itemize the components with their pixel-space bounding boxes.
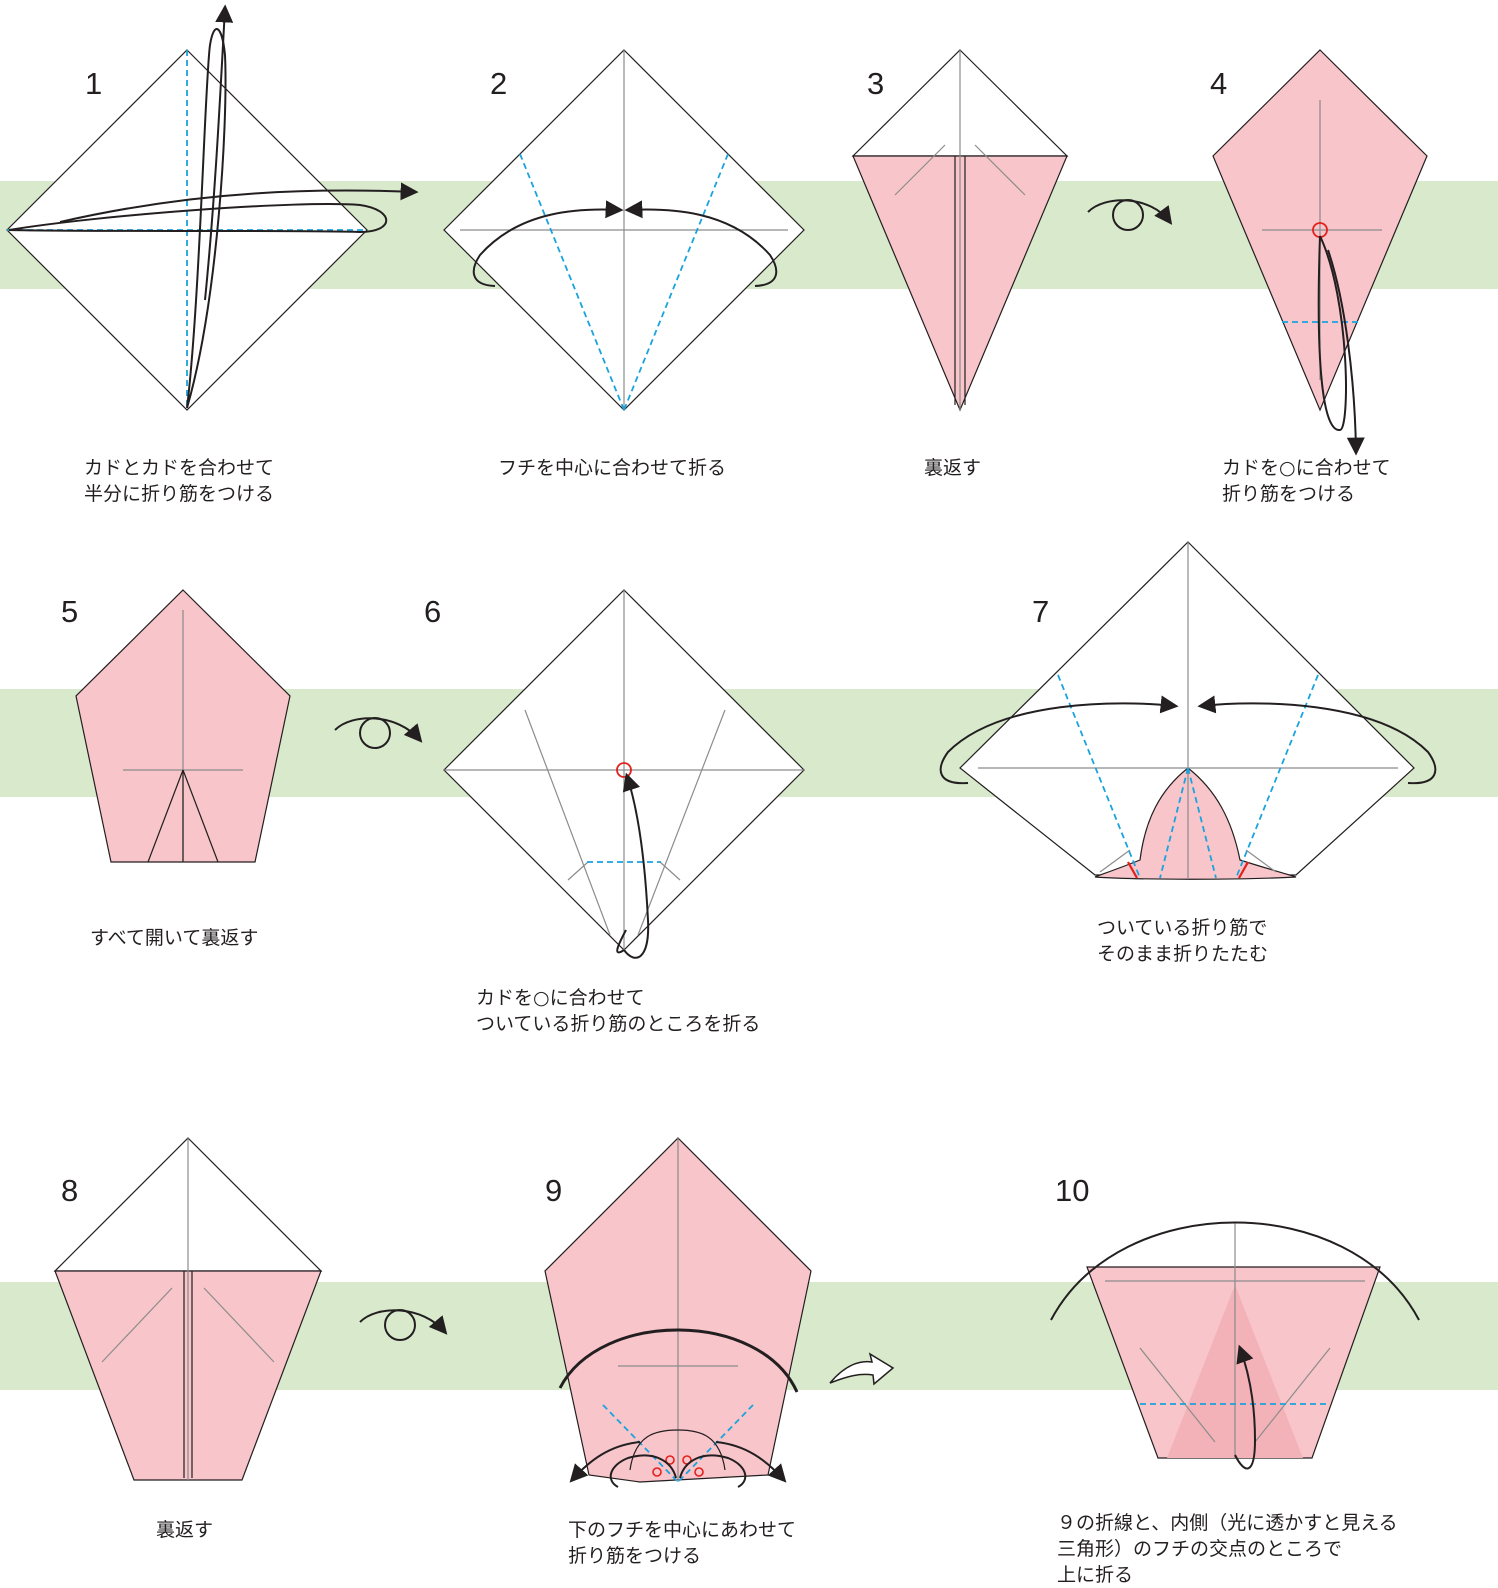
crease-line <box>974 144 1026 196</box>
valley-fold-line <box>1187 767 1217 879</box>
crease-line <box>203 1287 275 1363</box>
crease-line <box>1099 849 1131 873</box>
pink-flap <box>1094 767 1297 880</box>
fold-arrow <box>1050 1221 1420 1321</box>
rotate-arrow-icon <box>359 1309 448 1341</box>
fold-arrow <box>622 772 650 959</box>
step-caption-8: 裏返す <box>156 1519 214 1541</box>
fold-arrow <box>59 182 419 223</box>
fold-arrow <box>939 695 1179 785</box>
fold-arrow <box>1317 235 1347 431</box>
valley-fold-line <box>1235 674 1319 879</box>
red-circle-marker <box>652 1467 662 1477</box>
crease-line <box>659 861 681 881</box>
step-number-6: 6 <box>424 594 442 629</box>
fold-arrow <box>679 1454 747 1488</box>
fold-arrow <box>569 1441 641 1483</box>
step-8-diagram <box>53 1137 323 1481</box>
crease-line <box>1139 1347 1216 1443</box>
step-1-diagram <box>6 4 419 411</box>
step-5-diagram <box>75 589 291 863</box>
valley-fold-line <box>519 153 625 411</box>
hollow-arrow-icon <box>829 1352 895 1386</box>
step-3-diagram <box>851 49 1069 412</box>
red-circle-marker <box>694 1467 704 1477</box>
fold-arrow <box>8 203 388 234</box>
fold-arrow <box>1197 695 1437 785</box>
crease-line <box>101 1287 173 1363</box>
step-number-7: 7 <box>1032 594 1050 629</box>
fold-arrow <box>609 1454 677 1488</box>
step-6-diagram <box>443 589 805 959</box>
step-number-2: 2 <box>490 66 508 101</box>
red-edge-marker <box>1238 861 1249 879</box>
fold-arrow <box>472 200 624 287</box>
step-caption-3: 裏返す <box>924 457 982 479</box>
red-edge-marker <box>1127 861 1138 879</box>
step-number-9: 9 <box>545 1173 563 1208</box>
step-caption-7: ついている折り筋で そのまま折りたたむ <box>1097 917 1269 965</box>
step-caption-2: フチを中心に合わせて折る <box>498 457 727 479</box>
fold-arrow <box>715 1441 787 1483</box>
fold-arrow <box>204 4 234 301</box>
step-caption-1: カドとカドを合わせて 半分に折り筋をつける <box>84 457 275 505</box>
crease-line <box>567 861 589 881</box>
step-caption-10: ９の折線と、内側（光に透かすと見える 三角形）のフチの交点のところで 上に折る <box>1057 1512 1398 1586</box>
step-number-3: 3 <box>867 66 885 101</box>
step-number-8: 8 <box>61 1173 79 1208</box>
step-2-diagram <box>443 49 805 411</box>
red-circle-marker <box>665 1455 675 1465</box>
rotate-arrow-icon <box>1087 199 1173 231</box>
fold-arrow <box>1327 249 1365 456</box>
step-caption-9: 下のフチを中心にあわせて 折り筋をつける <box>568 1519 797 1567</box>
crease-line <box>1254 1347 1331 1443</box>
crease-line <box>1245 849 1277 873</box>
fold-arrow <box>624 200 778 287</box>
step-caption-4: カドを○に合わせて 折り筋をつける <box>1222 457 1391 505</box>
valley-fold-line <box>623 153 729 411</box>
flap-edge <box>147 769 184 863</box>
step-number-5: 5 <box>61 594 79 629</box>
step-4-diagram <box>1212 49 1428 456</box>
crease-line <box>524 709 611 936</box>
step-10-diagram <box>1050 1221 1420 1470</box>
step-number-10: 10 <box>1055 1173 1090 1208</box>
step-7-diagram <box>939 541 1437 880</box>
fold-arrow <box>186 28 227 409</box>
flap-edge <box>629 1429 726 1471</box>
flap-edge <box>182 769 219 863</box>
step-number-1: 1 <box>85 66 103 101</box>
valley-fold-line <box>1057 674 1141 879</box>
valley-fold-line <box>1159 767 1189 879</box>
fold-arrow <box>616 929 627 954</box>
step-caption-5: すべて開いて裏返す <box>90 927 259 949</box>
fold-arrow <box>1234 1344 1257 1470</box>
crease-line <box>637 709 726 936</box>
step-number-4: 4 <box>1210 66 1228 101</box>
rotate-arrow-icon <box>334 717 423 749</box>
step-caption-6: カドを○に合わせて ついている折り筋のところを折る <box>476 987 761 1035</box>
crease-line <box>894 144 946 196</box>
step-9-diagram <box>544 1137 812 1488</box>
fold-arrow <box>558 1328 799 1393</box>
